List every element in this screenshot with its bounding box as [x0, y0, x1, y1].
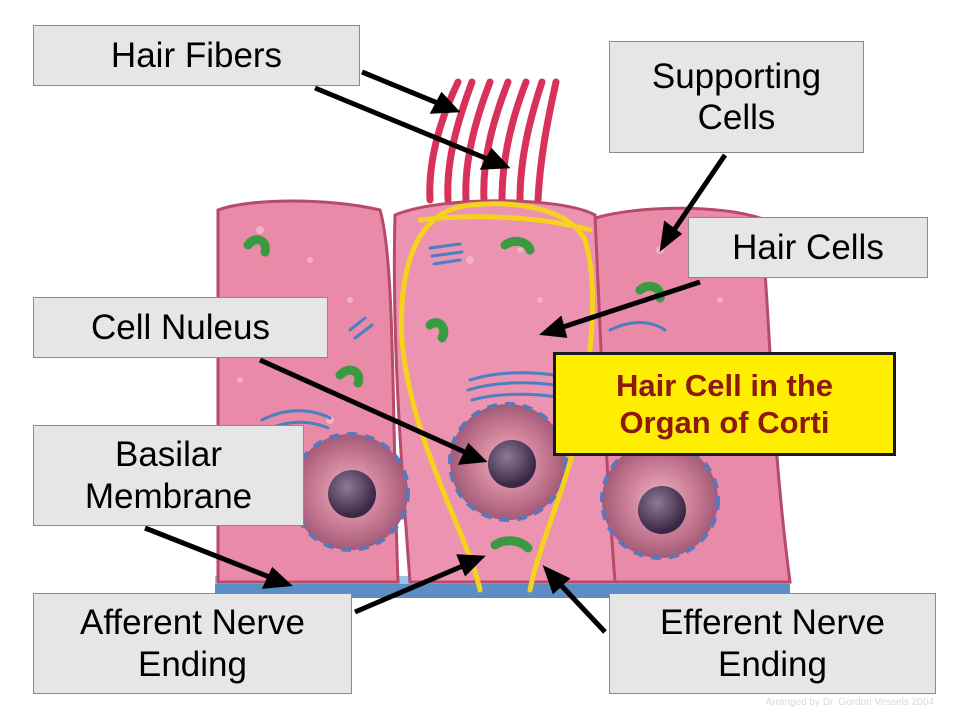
- label-basilar-membrane-text: Basilar Membrane: [84, 435, 253, 516]
- author-credit: Arranged by Dr. Gordon Vessels 2004: [765, 697, 934, 708]
- right-nucleus: [600, 440, 720, 560]
- left-nucleus: [290, 432, 410, 552]
- nerve-fibers: [399, 201, 596, 593]
- label-efferent-nerve-ending-text: Efferent Nerve Ending: [659, 603, 886, 684]
- label-hair-fibers-text: Hair Fibers: [110, 35, 283, 75]
- central-nucleus: [448, 402, 568, 522]
- label-hair-fibers: Hair Fibers: [33, 25, 360, 86]
- label-hair-cells: Hair Cells: [688, 217, 928, 278]
- diagram-title-text: Hair Cell in the Organ of Corti: [615, 367, 834, 440]
- label-supporting-cells: Supporting Cells: [609, 41, 864, 153]
- pointer-arrows: [144, 69, 728, 634]
- label-efferent-nerve-ending: Efferent Nerve Ending: [609, 593, 936, 694]
- label-afferent-nerve-ending-text: Afferent Nerve Ending: [79, 603, 306, 684]
- label-cell-nucleus-text: Cell Nuleus: [91, 307, 270, 347]
- label-hair-cells-text: Hair Cells: [732, 227, 884, 267]
- label-cell-nucleus: Cell Nuleus: [33, 297, 328, 358]
- label-basilar-membrane: Basilar Membrane: [33, 425, 304, 526]
- diagram-title: Hair Cell in the Organ of Corti: [553, 352, 896, 456]
- label-afferent-nerve-ending: Afferent Nerve Ending: [33, 593, 352, 694]
- hair-fibers: [426, 78, 560, 204]
- label-supporting-cells-text: Supporting Cells: [651, 56, 822, 137]
